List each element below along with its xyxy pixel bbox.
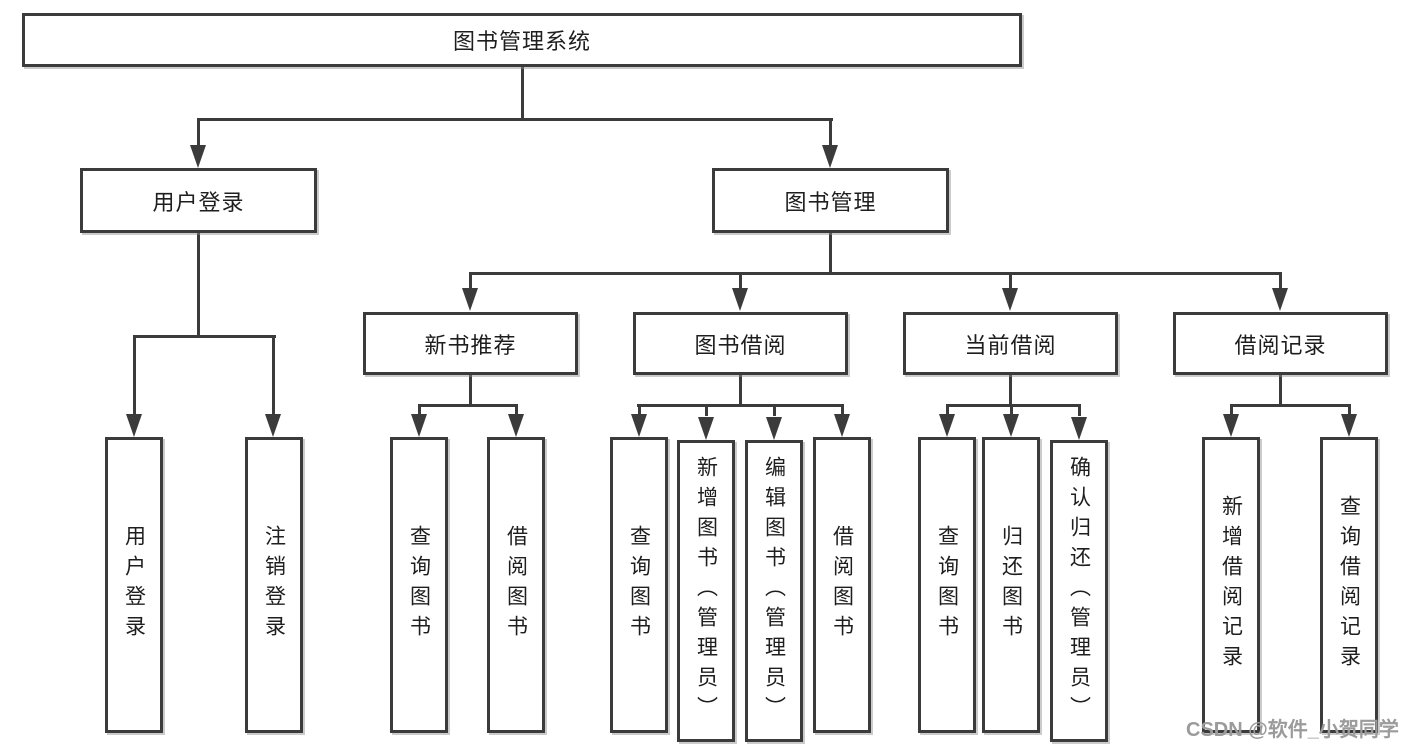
connector-leg-rec-borrow <box>515 404 518 416</box>
arrowhead-to-bor-add <box>698 417 714 440</box>
connector-borrow-record-stem <box>1279 374 1282 407</box>
connector-leg-new-rec <box>469 272 472 291</box>
node-borrow-record: 借阅记录 <box>1173 312 1388 375</box>
arrowhead-to-bor-borrow <box>834 414 850 437</box>
leaf-cur-query-books: 查询图书 <box>918 437 976 733</box>
leaf-rec-query-books-label: 查询图书 <box>407 525 431 645</box>
leaf-user-login: 用户登录 <box>105 437 163 733</box>
connector-leg-login-leaf <box>133 335 136 417</box>
node-user-login-label: 用户登录 <box>152 189 245 215</box>
connector-leg-user-login <box>197 118 200 148</box>
connector-leg-bor-add <box>705 404 708 416</box>
connector-leg-cur-return <box>1010 404 1013 416</box>
leaf-bor-query-books: 查询图书 <box>610 437 668 733</box>
leaf-bor-borrow-books-label: 借阅图书 <box>830 525 854 645</box>
connector-new-rec-branch <box>418 404 518 407</box>
arrowhead-to-current-borrow <box>1002 288 1018 311</box>
arrowhead-to-book-mgmt <box>822 145 838 168</box>
connector-leg-bor-edit <box>773 404 776 416</box>
connector-leg-rec-query <box>418 404 421 416</box>
connector-leg-cur-query <box>946 404 949 416</box>
leaf-cur-return-books: 归还图书 <box>982 437 1040 733</box>
arrowhead-to-record-query <box>1341 414 1357 437</box>
leaf-bor-edit-books-admin: 编辑图书（管理员） <box>745 440 803 742</box>
arrowhead-to-borrow-record <box>1272 288 1288 311</box>
connector-user-login-branch <box>133 335 276 338</box>
connector-leg-record-add <box>1230 404 1233 416</box>
connector-borrow-record-branch <box>1230 404 1351 407</box>
connector-leg-book-mgmt <box>829 118 832 148</box>
connector-leg-borrow-record <box>1279 272 1282 291</box>
leaf-record-add: 新增借阅记录 <box>1202 437 1260 733</box>
arrowhead-to-rec-query <box>411 414 427 437</box>
leaf-rec-borrow-books-label: 借阅图书 <box>504 525 528 645</box>
leaf-record-add-label: 新增借阅记录 <box>1219 495 1243 675</box>
arrowhead-to-cur-query <box>939 414 955 437</box>
leaf-cur-confirm-return-admin-label: 确认归还（管理员） <box>1067 456 1091 726</box>
connector-book-borrow-branch <box>637 404 844 407</box>
connector-book-mgmt-branch <box>469 272 1282 275</box>
leaf-bor-add-books-admin: 新增图书（管理员） <box>677 440 735 742</box>
connector-leg-record-query <box>1348 404 1351 416</box>
csdn-watermark: CSDN @软件_小贺同学 <box>1186 719 1399 741</box>
connector-user-login-stem <box>197 233 200 337</box>
arrowhead-to-user-login <box>190 145 206 168</box>
leaf-bor-edit-books-admin-label: 编辑图书（管理员） <box>762 456 786 726</box>
arrowhead-to-cur-confirm <box>1071 417 1087 440</box>
arrowhead-to-record-add <box>1223 414 1239 437</box>
connector-leg-bor-query <box>638 404 641 416</box>
connector-root-stem <box>521 67 524 120</box>
node-current-borrow-label: 当前借阅 <box>964 332 1057 358</box>
connector-leg-cur-confirm <box>1078 404 1081 416</box>
connector-leg-current-borrow <box>1009 272 1012 291</box>
leaf-logout-label: 注销登录 <box>262 525 286 645</box>
node-new-book-rec-label: 新书推荐 <box>424 332 517 358</box>
arrowhead-to-login-leaf <box>126 414 142 437</box>
leaf-cur-query-books-label: 查询图书 <box>935 525 959 645</box>
leaf-bor-borrow-books: 借阅图书 <box>813 437 871 733</box>
leaf-cur-return-books-label: 归还图书 <box>999 525 1023 645</box>
connector-book-borrow-stem <box>739 374 742 407</box>
arrowhead-to-bor-edit <box>766 417 782 440</box>
connector-leg-logout-leaf <box>272 335 275 417</box>
arrowhead-to-new-rec <box>462 288 478 311</box>
node-borrow-record-label: 借阅记录 <box>1234 332 1327 358</box>
node-current-borrow: 当前借阅 <box>903 312 1118 375</box>
connector-new-rec-stem <box>469 374 472 407</box>
arrowhead-to-logout-leaf <box>265 414 281 437</box>
arrowhead-to-bor-query <box>631 414 647 437</box>
node-root: 图书管理系统 <box>22 13 1022 67</box>
node-book-mgmt: 图书管理 <box>712 168 949 233</box>
leaf-rec-query-books: 查询图书 <box>390 437 448 733</box>
leaf-logout: 注销登录 <box>245 437 303 733</box>
arrowhead-to-cur-return <box>1003 414 1019 437</box>
leaf-bor-add-books-admin-label: 新增图书（管理员） <box>694 456 718 726</box>
node-book-borrow: 图书借阅 <box>633 312 848 375</box>
connector-root-branch <box>197 118 833 121</box>
connector-current-borrow-stem <box>1009 374 1012 407</box>
node-new-book-rec: 新书推荐 <box>363 312 578 375</box>
leaf-rec-borrow-books: 借阅图书 <box>487 437 545 733</box>
arrowhead-to-rec-borrow <box>508 414 524 437</box>
leaf-user-login-label: 用户登录 <box>122 525 146 645</box>
connector-leg-bor-borrow <box>841 404 844 416</box>
node-book-mgmt-label: 图书管理 <box>784 189 877 215</box>
connector-leg-book-borrow <box>739 272 742 291</box>
leaf-cur-confirm-return-admin: 确认归还（管理员） <box>1050 440 1108 742</box>
connector-current-borrow-branch <box>946 404 1081 407</box>
node-root-label: 图书管理系统 <box>452 29 591 54</box>
leaf-record-query-label: 查询借阅记录 <box>1337 495 1361 675</box>
leaf-bor-query-books-label: 查询图书 <box>627 525 651 645</box>
arrowhead-to-book-borrow <box>732 288 748 311</box>
leaf-record-query: 查询借阅记录 <box>1320 437 1378 733</box>
node-user-login: 用户登录 <box>80 168 317 233</box>
node-book-borrow-label: 图书借阅 <box>694 332 787 358</box>
connector-book-mgmt-stem <box>829 233 832 275</box>
